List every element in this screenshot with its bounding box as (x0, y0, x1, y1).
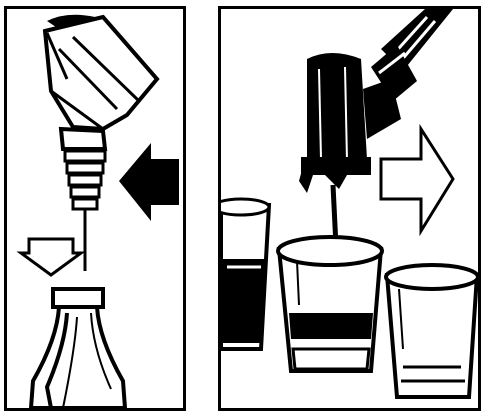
fit-pourer-illustration (7, 9, 183, 408)
pour-measure-illustration (221, 9, 478, 408)
shot-glass-icon (221, 199, 269, 349)
optic-dispenser-icon (299, 9, 453, 267)
pourer-spout-icon (45, 15, 157, 271)
shot-glass-icon (386, 265, 478, 397)
panel-fit-pourer (4, 6, 186, 411)
down-arrow-icon (21, 239, 81, 275)
shot-glass-icon (278, 237, 382, 371)
push-arrow-icon (119, 143, 179, 221)
bottle-neck-icon (31, 289, 125, 408)
panel-pour-measure (218, 6, 481, 411)
next-arrow-icon (381, 129, 453, 231)
